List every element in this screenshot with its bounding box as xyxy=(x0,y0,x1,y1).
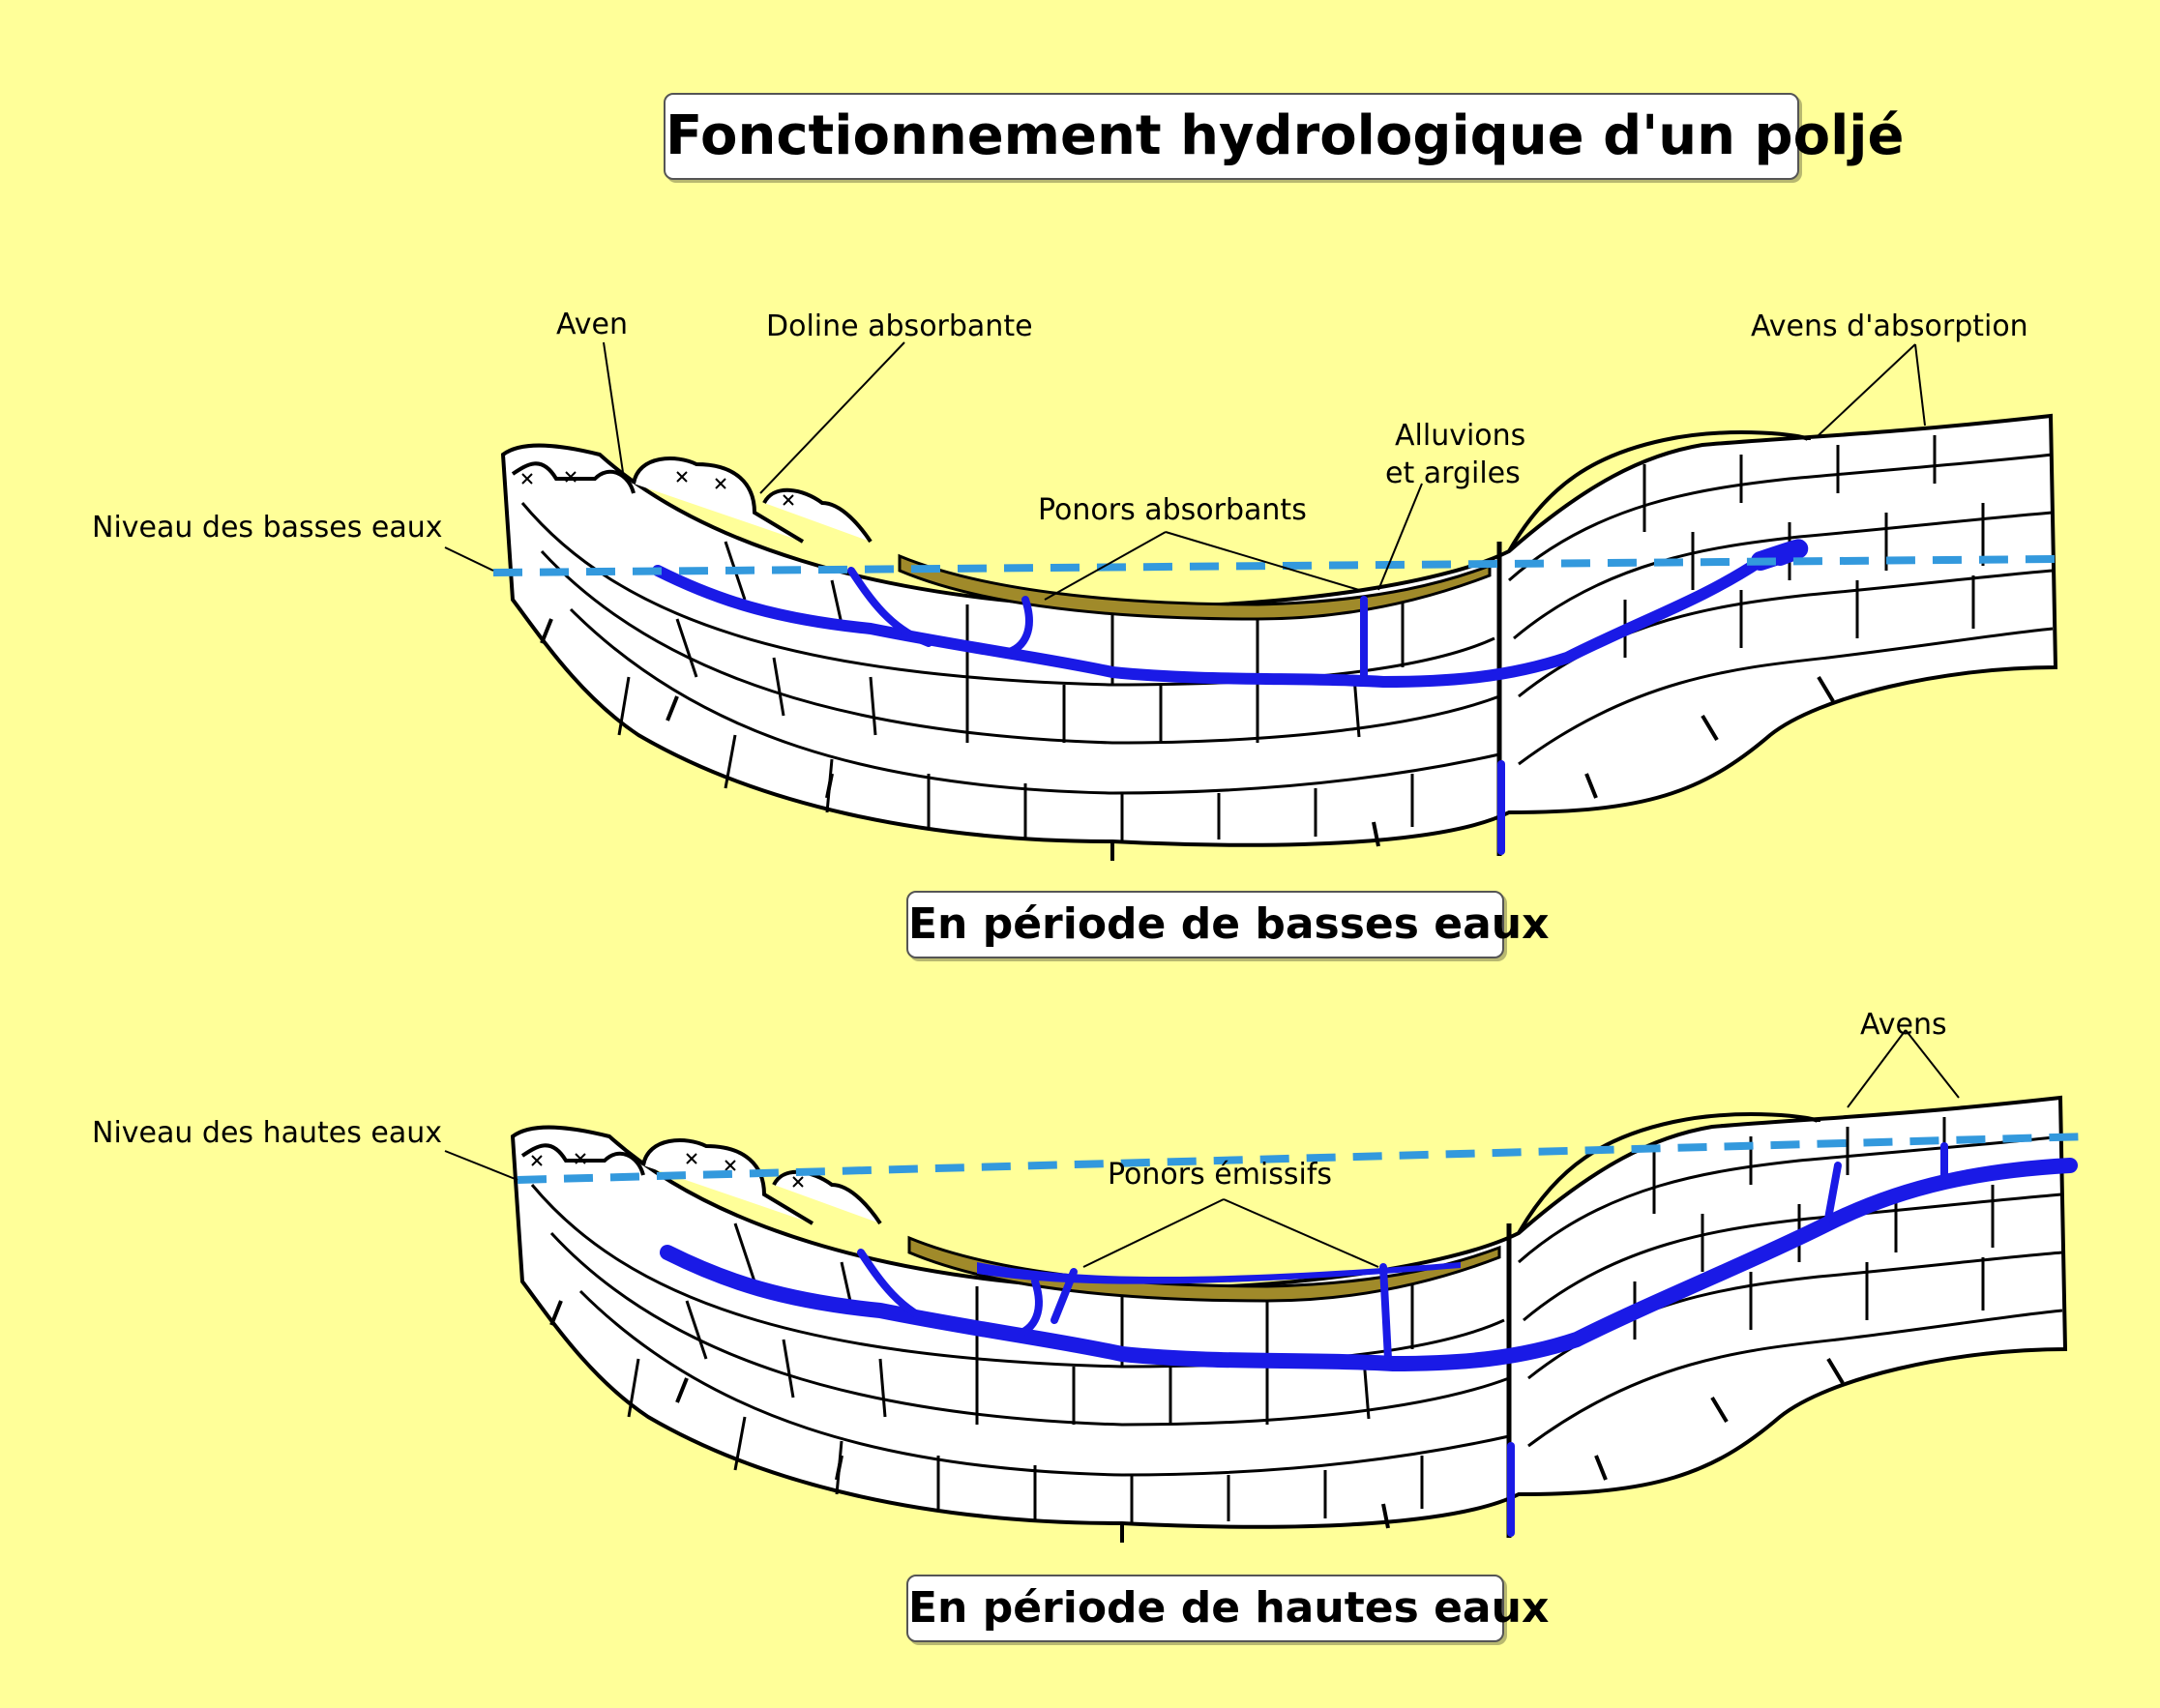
label-ponors-absorbants: Ponors absorbants xyxy=(1038,493,1307,527)
water-level-line xyxy=(492,555,2061,576)
surface-water xyxy=(977,1262,1461,1284)
leader-lines-high xyxy=(444,1029,1960,1268)
label-niveau-hautes-eaux: Niveau des hautes eaux xyxy=(92,1116,442,1150)
label-niveau-basses-eaux: Niveau des basses eaux xyxy=(92,511,443,545)
caption-low-water: En période de basses eaux xyxy=(906,891,1550,958)
alluvium-layer xyxy=(898,553,1492,621)
section-high-water xyxy=(444,1029,2090,1543)
water-level-line xyxy=(517,1133,2090,1184)
label-aven: Aven xyxy=(556,308,628,341)
main-title: Fonctionnement hydrologique d'un poljé xyxy=(664,93,1904,180)
label-ponors-emissifs: Ponors émissifs xyxy=(1108,1158,1333,1192)
label-avens-absorption: Avens d'absorption xyxy=(1751,309,2028,343)
underground-water xyxy=(652,539,1809,855)
label-doline-absorbante: Doline absorbante xyxy=(766,309,1033,343)
label-et-argiles: et argiles xyxy=(1385,456,1521,490)
label-alluvions: Alluvions xyxy=(1395,419,1526,453)
underground-water xyxy=(660,1142,2078,1537)
leader-lines-low xyxy=(444,341,1926,601)
caption-high-water: En période de hautes eaux xyxy=(906,1575,1549,1642)
section-low-water xyxy=(444,341,2061,861)
label-avens: Avens xyxy=(1860,1008,1947,1042)
